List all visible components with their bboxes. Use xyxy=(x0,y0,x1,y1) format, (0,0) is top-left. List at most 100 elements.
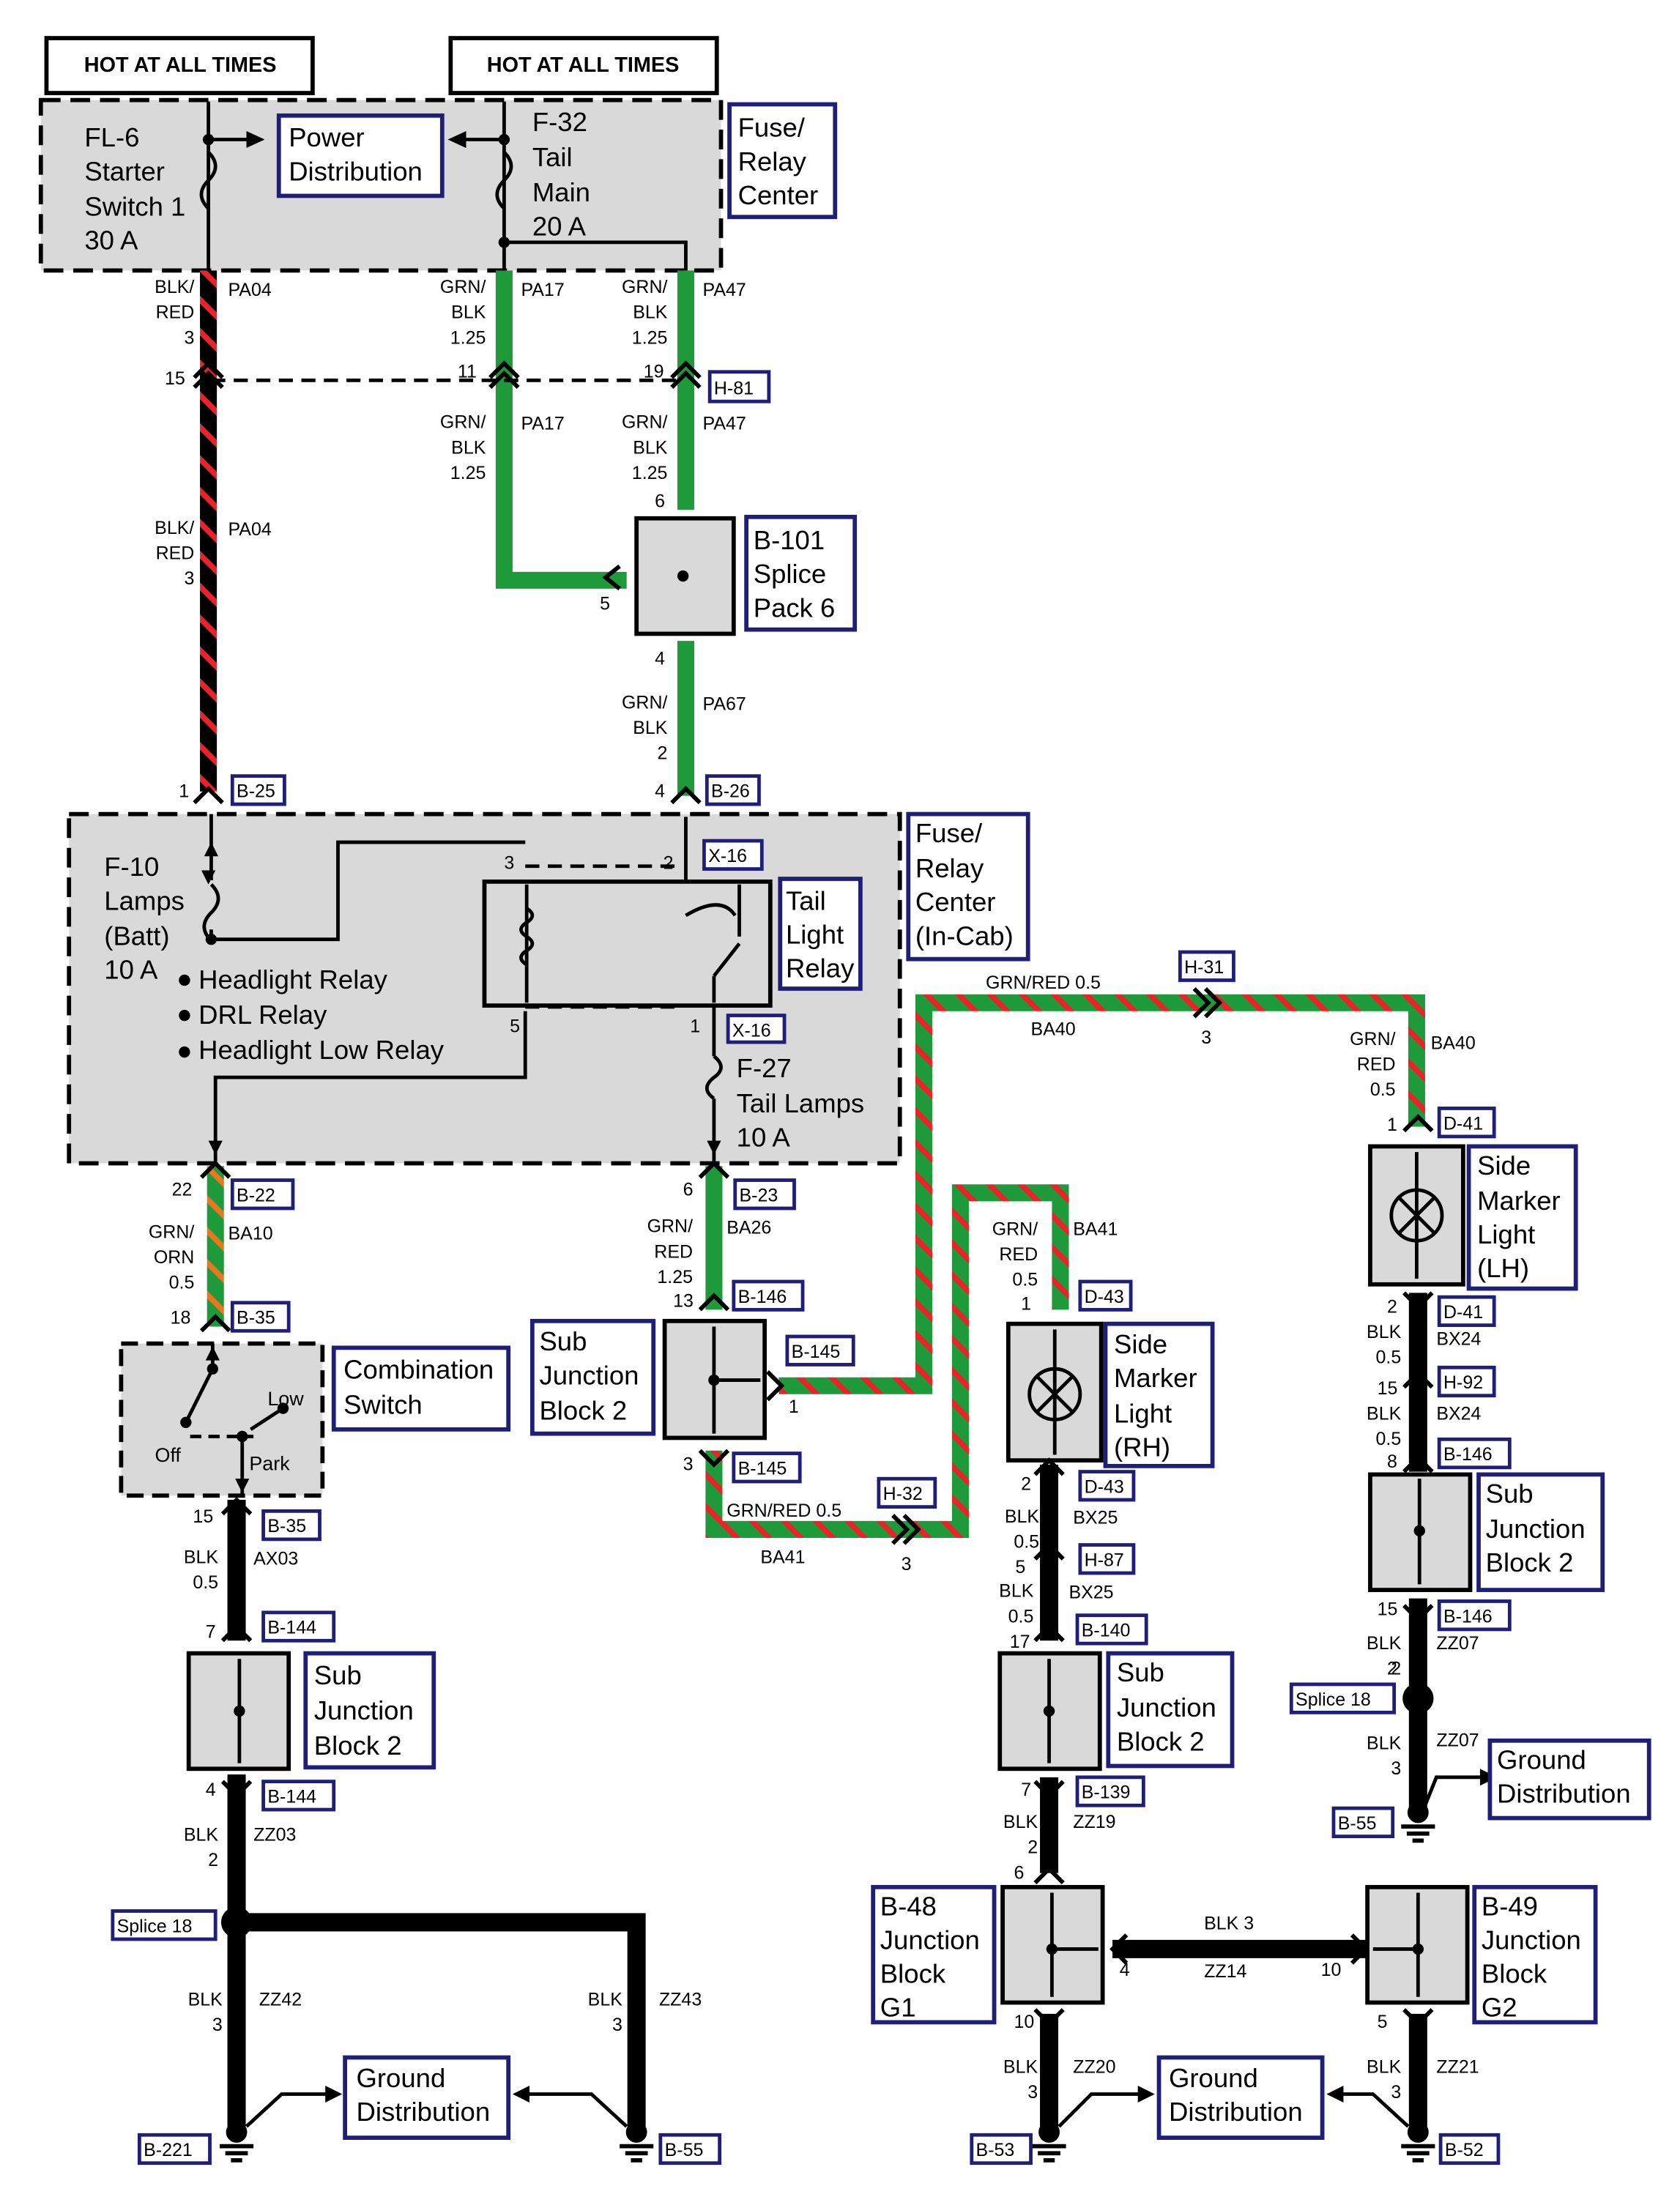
svg-text:Power: Power xyxy=(289,122,365,152)
svg-text:6: 6 xyxy=(683,1180,694,1200)
svg-text:GRN/: GRN/ xyxy=(992,1219,1038,1240)
svg-text:3: 3 xyxy=(212,2015,223,2035)
svg-text:G2: G2 xyxy=(1482,1993,1517,2023)
svg-text:Block 2: Block 2 xyxy=(1117,1726,1205,1756)
ground-arrowheads xyxy=(201,842,1498,2103)
svg-text:0.5: 0.5 xyxy=(1376,1347,1402,1368)
wire-ba40 xyxy=(778,994,1425,1394)
svg-text:FL-6: FL-6 xyxy=(84,122,139,152)
svg-text:15: 15 xyxy=(193,1506,213,1527)
svg-text:3: 3 xyxy=(612,2015,622,2035)
svg-text:Main: Main xyxy=(532,177,590,207)
svg-text:B-145: B-145 xyxy=(792,1342,841,1362)
svg-text:6: 6 xyxy=(655,491,665,511)
svg-text:BLK: BLK xyxy=(1367,2057,1402,2078)
svg-text:RED: RED xyxy=(654,1241,693,1262)
svg-text:(LH): (LH) xyxy=(1477,1253,1529,1283)
svg-text:Block 2: Block 2 xyxy=(1486,1547,1574,1577)
wire-ba41 xyxy=(705,1184,1069,1538)
svg-text:BA40: BA40 xyxy=(1031,1019,1076,1039)
svg-text:RED: RED xyxy=(156,302,195,323)
svg-text:Tail: Tail xyxy=(786,885,826,915)
svg-text:H-31: H-31 xyxy=(1184,957,1224,978)
svg-text:BA10: BA10 xyxy=(228,1223,273,1244)
svg-text:BX24: BX24 xyxy=(1436,1329,1481,1350)
fuse-symbols xyxy=(199,151,723,1100)
svg-text:F-27: F-27 xyxy=(737,1053,792,1083)
svg-text:3: 3 xyxy=(184,568,194,589)
svg-text:H-32: H-32 xyxy=(883,1484,923,1504)
svg-text:2: 2 xyxy=(208,1850,218,1870)
svg-text:B-55: B-55 xyxy=(665,2140,704,2160)
svg-text:BLK: BLK xyxy=(1367,1322,1402,1342)
svg-text:BLK: BLK xyxy=(188,1989,223,2010)
svg-text:Junction: Junction xyxy=(1486,1514,1586,1544)
svg-text:Sub: Sub xyxy=(1486,1479,1534,1509)
svg-text:F-10: F-10 xyxy=(104,852,159,882)
svg-text:Lamps: Lamps xyxy=(104,885,185,915)
svg-text:GRN/: GRN/ xyxy=(622,277,668,297)
svg-text:GRN/: GRN/ xyxy=(647,1216,694,1237)
svg-text:X-16: X-16 xyxy=(708,846,747,866)
svg-text:Splice 18: Splice 18 xyxy=(1296,1689,1371,1710)
svg-text:ZZ14: ZZ14 xyxy=(1204,1961,1246,1982)
svg-text:BLK: BLK xyxy=(451,437,486,458)
svg-text:D-41: D-41 xyxy=(1443,1113,1483,1134)
svg-text:Off: Off xyxy=(155,1444,182,1466)
svg-text:1: 1 xyxy=(1387,1115,1397,1135)
svg-text:1: 1 xyxy=(789,1397,799,1417)
svg-text:10 A: 10 A xyxy=(737,1122,791,1152)
svg-text:B-146: B-146 xyxy=(738,1287,787,1307)
svg-text:BLK 3: BLK 3 xyxy=(1204,1914,1254,1934)
svg-text:Park: Park xyxy=(249,1453,290,1475)
svg-text:BLK/: BLK/ xyxy=(155,277,194,297)
svg-text:4: 4 xyxy=(655,649,665,669)
svg-text:2: 2 xyxy=(664,853,674,874)
svg-text:0.5: 0.5 xyxy=(1376,1429,1402,1449)
svg-text:1: 1 xyxy=(1021,1293,1031,1314)
svg-text:B-48: B-48 xyxy=(880,1891,937,1921)
svg-text:GRN/: GRN/ xyxy=(440,277,486,297)
svg-text:4: 4 xyxy=(655,781,665,802)
svg-text:Relay: Relay xyxy=(786,953,855,984)
svg-text:10 A: 10 A xyxy=(104,955,158,985)
svg-text:ZZ21: ZZ21 xyxy=(1436,2057,1479,2078)
svg-text:ZZ07: ZZ07 xyxy=(1436,1731,1479,1751)
svg-text:Splice: Splice xyxy=(754,559,826,589)
svg-text:BLK/: BLK/ xyxy=(155,518,194,538)
svg-text:H-81: H-81 xyxy=(714,379,754,399)
svg-text:H-92: H-92 xyxy=(1443,1372,1483,1393)
svg-text:H-87: H-87 xyxy=(1085,1550,1124,1570)
svg-text:G1: G1 xyxy=(880,1993,916,2023)
svg-text:5: 5 xyxy=(510,1016,520,1037)
svg-text:3: 3 xyxy=(504,853,514,874)
svg-text:Switch 1: Switch 1 xyxy=(84,191,185,221)
svg-text:4: 4 xyxy=(206,1780,216,1800)
svg-text:BLK: BLK xyxy=(451,302,486,323)
svg-text:ZZ19: ZZ19 xyxy=(1073,1812,1115,1832)
hot-label-1: HOT AT ALL TIMES xyxy=(84,53,277,77)
svg-text:B-49: B-49 xyxy=(1482,1891,1538,1921)
svg-text:GRN/RED 0.5: GRN/RED 0.5 xyxy=(986,973,1101,993)
svg-text:BA40: BA40 xyxy=(1431,1033,1476,1054)
svg-text:Low: Low xyxy=(267,1388,304,1410)
svg-text:Junction: Junction xyxy=(1482,1925,1581,1955)
svg-text:20 A: 20 A xyxy=(532,211,587,241)
svg-text:Distribution: Distribution xyxy=(289,156,423,186)
svg-text:ZZ20: ZZ20 xyxy=(1073,2057,1115,2078)
svg-text:Junction: Junction xyxy=(1117,1692,1216,1722)
svg-text:30 A: 30 A xyxy=(84,226,138,256)
svg-text:ZZ07: ZZ07 xyxy=(1436,1633,1479,1654)
svg-text:2: 2 xyxy=(1021,1474,1031,1495)
